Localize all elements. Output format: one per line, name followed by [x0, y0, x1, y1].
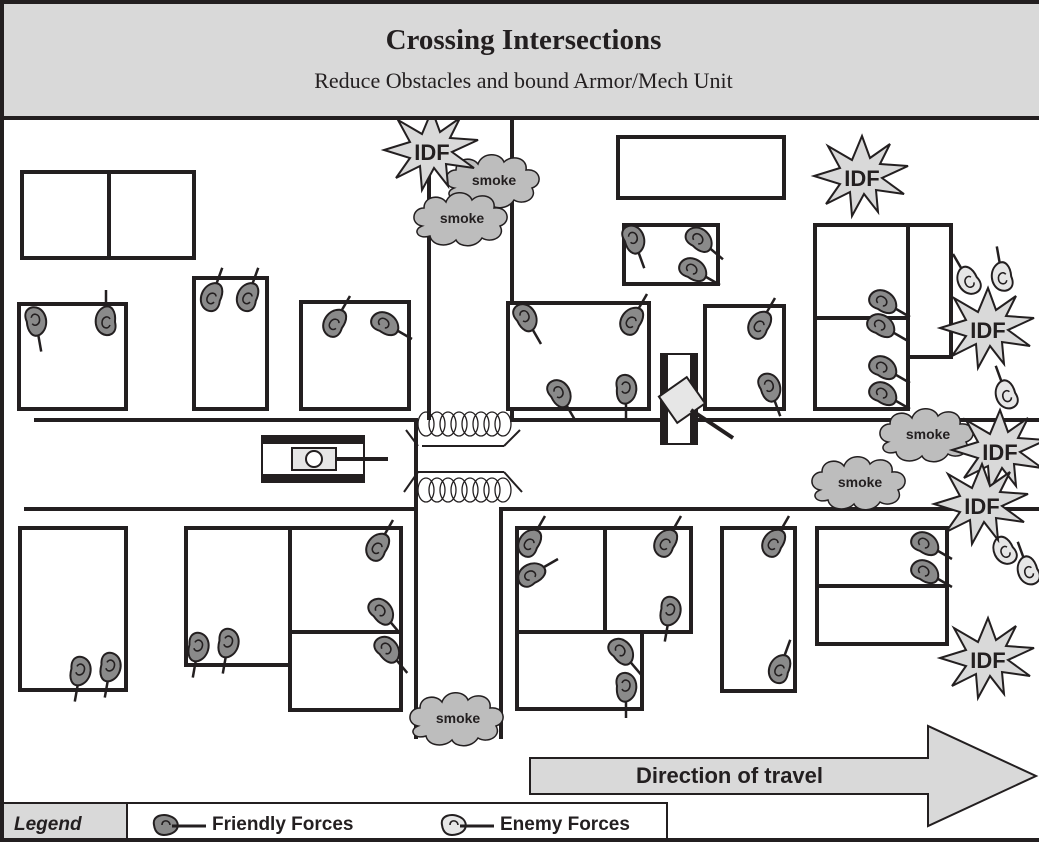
- concertina-wire-icon: [403, 471, 523, 503]
- building: [20, 170, 111, 260]
- smoke-cloud-icon: smoke: [413, 191, 508, 247]
- road-edge: [510, 116, 1039, 422]
- idf-burst-icon: IDF: [813, 135, 909, 217]
- soldier-friendly-icon: [152, 814, 206, 836]
- legend-friendly-label: Friendly Forces: [212, 814, 354, 835]
- idf-burst-icon: IDF: [939, 617, 1035, 699]
- soldier-friendly-icon: [615, 373, 638, 422]
- smoke-cloud-icon: smoke: [879, 407, 974, 463]
- smoke-label: smoke: [472, 172, 517, 188]
- smoke-label: smoke: [906, 426, 951, 442]
- soldier-friendly-icon: [94, 288, 117, 337]
- idf-burst-icon: IDF: [939, 287, 1035, 369]
- idf-burst-icon: IDF: [383, 109, 479, 191]
- smoke-cloud-icon: smoke: [445, 153, 540, 209]
- building: [815, 584, 949, 646]
- smoke-label: smoke: [436, 710, 481, 726]
- idf-label: IDF: [970, 648, 1005, 673]
- soldier-enemy-icon: [985, 243, 1016, 294]
- building: [107, 170, 196, 260]
- idf-label: IDF: [414, 140, 449, 165]
- header: Crossing Intersections Reduce Obstacles …: [4, 4, 1039, 120]
- legend-title: Legend: [4, 804, 128, 838]
- soldier-enemy-icon: [440, 814, 494, 836]
- smoke-label: smoke: [440, 210, 485, 226]
- mech-vehicle-icon: [657, 353, 735, 445]
- legend: Legend Friendly Forces Enemy Forces: [4, 802, 668, 838]
- soldier-enemy-icon: [984, 361, 1022, 413]
- page-title: Crossing Intersections: [385, 24, 662, 56]
- soldier-enemy-icon: [978, 517, 1022, 570]
- legend-enemy-label: Enemy Forces: [500, 814, 630, 835]
- road-edge: [34, 418, 418, 739]
- idf-label: IDF: [970, 318, 1005, 343]
- tank-icon: [261, 435, 388, 483]
- idf-burst-icon: IDF: [933, 463, 1029, 545]
- idf-label: IDF: [982, 440, 1017, 465]
- soldier-friendly-icon: [615, 671, 638, 720]
- map-canvas: smoke smoke smoke smoke smoke IDF IDF: [17, 109, 1039, 828]
- idf-burst-icon: IDF: [951, 409, 1039, 491]
- smoke-cloud-icon: smoke: [409, 691, 504, 747]
- smoke-cloud-icon: smoke: [811, 455, 906, 511]
- idf-label: IDF: [844, 166, 879, 191]
- page-subtitle: Reduce Obstacles and bound Armor/Mech Un…: [314, 68, 733, 93]
- concertina-wire-icon: [405, 411, 521, 447]
- building: [616, 135, 786, 200]
- building: [906, 223, 953, 359]
- direction-label: Direction of travel: [635, 763, 824, 788]
- smoke-label: smoke: [838, 474, 883, 490]
- direction-arrow-icon: [529, 724, 1039, 828]
- idf-label: IDF: [964, 494, 999, 519]
